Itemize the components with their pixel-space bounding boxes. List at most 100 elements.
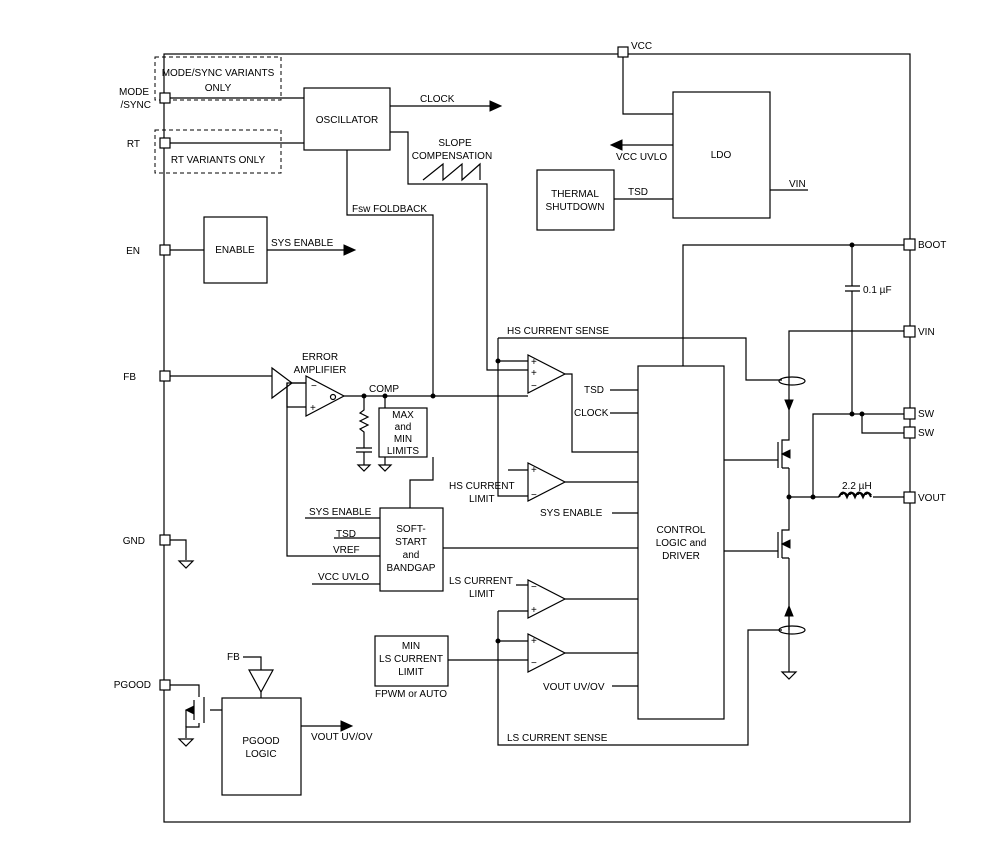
max-min-limits-block: MAX and MIN LIMITS xyxy=(378,407,428,458)
pgood-vout-label: VOUT UV/OV xyxy=(311,732,373,743)
svg-text:SW: SW xyxy=(918,428,935,439)
ls-ground-icon xyxy=(780,671,798,680)
svg-text:CLOCK: CLOCK xyxy=(574,408,609,419)
ls-limit-label: LS CURRENT xyxy=(449,576,513,587)
svg-text:PGOOD: PGOOD xyxy=(242,736,279,747)
svg-text:LDO: LDO xyxy=(711,150,732,161)
svg-text:MIN: MIN xyxy=(394,434,412,445)
svg-text:LIMITS: LIMITS xyxy=(387,446,420,457)
svg-text:SOFT-: SOFT- xyxy=(396,524,425,535)
svg-text:VOUT UV/OV: VOUT UV/OV xyxy=(543,682,605,693)
ss-input-wires xyxy=(305,517,380,585)
svg-text:+: + xyxy=(531,357,537,368)
pin-vin: VIN xyxy=(903,325,935,338)
svg-text:SHUTDOWN: SHUTDOWN xyxy=(546,202,605,213)
comp-wire xyxy=(344,395,528,398)
svg-text:SYS ENABLE: SYS ENABLE xyxy=(540,508,603,519)
boot-cap xyxy=(845,245,860,414)
svg-text:MODE: MODE xyxy=(119,87,149,98)
svg-text:RT: RT xyxy=(127,139,140,150)
pin-pgood: PGOOD xyxy=(114,679,171,691)
sawtooth-icon xyxy=(422,162,481,182)
vcc-uvlo-label: VCC UVLO xyxy=(616,152,667,163)
pin-rt: RT xyxy=(127,137,171,150)
ss-comp-wire xyxy=(409,457,434,508)
svg-text:LS CURRENT: LS CURRENT xyxy=(379,654,443,665)
mode-sync-variant-label-2: ONLY xyxy=(205,83,232,94)
svg-text:TSD: TSD xyxy=(584,385,604,396)
comp-label: COMP xyxy=(369,384,399,395)
hs-limit-label: HS CURRENT xyxy=(449,481,515,492)
svg-text:VIN: VIN xyxy=(918,327,935,338)
boot-wire xyxy=(682,244,904,366)
pin-boot: BOOT xyxy=(903,238,946,251)
error-amp-triangle xyxy=(305,375,346,417)
svg-text:SYS ENABLE: SYS ENABLE xyxy=(309,507,372,518)
svg-text:−: − xyxy=(311,381,317,392)
svg-text:MIN: MIN xyxy=(402,641,420,652)
hs-limit-comparator xyxy=(527,462,567,502)
svg-text:−: − xyxy=(531,582,537,593)
ldo-vin-label: VIN xyxy=(789,179,806,190)
pin-gnd: GND xyxy=(123,534,171,547)
gnd-wire xyxy=(170,539,187,560)
vref-feedback-wire xyxy=(286,382,334,557)
svg-text:+: + xyxy=(310,403,316,414)
svg-text:LOGIC: LOGIC xyxy=(245,749,276,760)
ls-fet xyxy=(724,497,790,630)
sys-enable-arrow xyxy=(343,244,357,256)
pgood-logic-block: PGOOD LOGIC xyxy=(221,697,302,796)
ls-limit-label-2: LIMIT xyxy=(469,589,495,600)
svg-text:CONTROL: CONTROL xyxy=(657,525,706,536)
svg-text:VCC UVLO: VCC UVLO xyxy=(318,572,369,583)
svg-text:DRIVER: DRIVER xyxy=(662,551,700,562)
sys-enable-label: SYS ENABLE xyxy=(271,238,334,249)
pin-mode-sync: MODE /SYNC xyxy=(119,87,171,111)
gnd-ground-icon xyxy=(177,560,195,569)
error-amp-node xyxy=(329,393,337,401)
svg-text:−: − xyxy=(531,658,537,669)
svg-text:SW: SW xyxy=(918,409,935,420)
hs-limit-label-2: LIMIT xyxy=(469,494,495,505)
control-logic-block: CONTROL LOGIC and DRIVER xyxy=(637,365,725,720)
ls-sense-label: LS CURRENT SENSE xyxy=(507,733,608,744)
svg-text:VREF: VREF xyxy=(333,545,360,556)
pin-sw-1: SW xyxy=(903,407,935,420)
max-min-ground-icon xyxy=(377,464,393,472)
hs-sense-down-wire xyxy=(497,338,528,497)
svg-text:EN: EN xyxy=(126,246,140,257)
slope-wire xyxy=(390,131,528,371)
oscillator-block: OSCILLATOR xyxy=(303,87,391,151)
ls-limit-comparator xyxy=(527,579,567,619)
svg-text:TSD: TSD xyxy=(336,529,356,540)
svg-text:+: + xyxy=(531,368,537,379)
clock-label: CLOCK xyxy=(420,94,455,105)
fsw-foldback-wire xyxy=(346,150,434,397)
fpwm-label: FPWM or AUTO xyxy=(375,689,447,700)
svg-text:+: + xyxy=(531,605,537,616)
thermal-shutdown-block: THERMAL SHUTDOWN xyxy=(536,169,615,231)
svg-text:+: + xyxy=(531,636,537,647)
comp-rc-network xyxy=(356,396,372,465)
svg-text:BANDGAP: BANDGAP xyxy=(387,563,436,574)
svg-text:+: + xyxy=(531,465,537,476)
svg-text:−: − xyxy=(531,490,537,501)
pin-fb: FB xyxy=(123,370,171,383)
svg-text:and: and xyxy=(395,422,412,433)
clock-arrow xyxy=(489,100,503,112)
hs-fet xyxy=(724,410,790,497)
pwm-comparator xyxy=(527,354,567,394)
svg-text:−: − xyxy=(531,381,537,392)
pwm-out-wire xyxy=(565,373,638,453)
hs-sense-label: HS CURRENT SENSE xyxy=(507,326,609,337)
rt-variant-label: RT VARIANTS ONLY xyxy=(171,155,266,166)
boot-cap-label: 0.1 µF xyxy=(863,285,892,296)
inductor-label: 2.2 µH xyxy=(842,481,872,492)
pgood-fb-wire xyxy=(243,656,262,670)
pgood-mosfet xyxy=(170,684,222,738)
vin-wire xyxy=(788,330,904,380)
hs-sense-wire xyxy=(498,337,782,381)
pin-sw-2: SW xyxy=(903,426,935,439)
rt-variant-box: RT VARIANTS ONLY xyxy=(154,129,282,174)
svg-text:LIMIT: LIMIT xyxy=(398,667,424,678)
